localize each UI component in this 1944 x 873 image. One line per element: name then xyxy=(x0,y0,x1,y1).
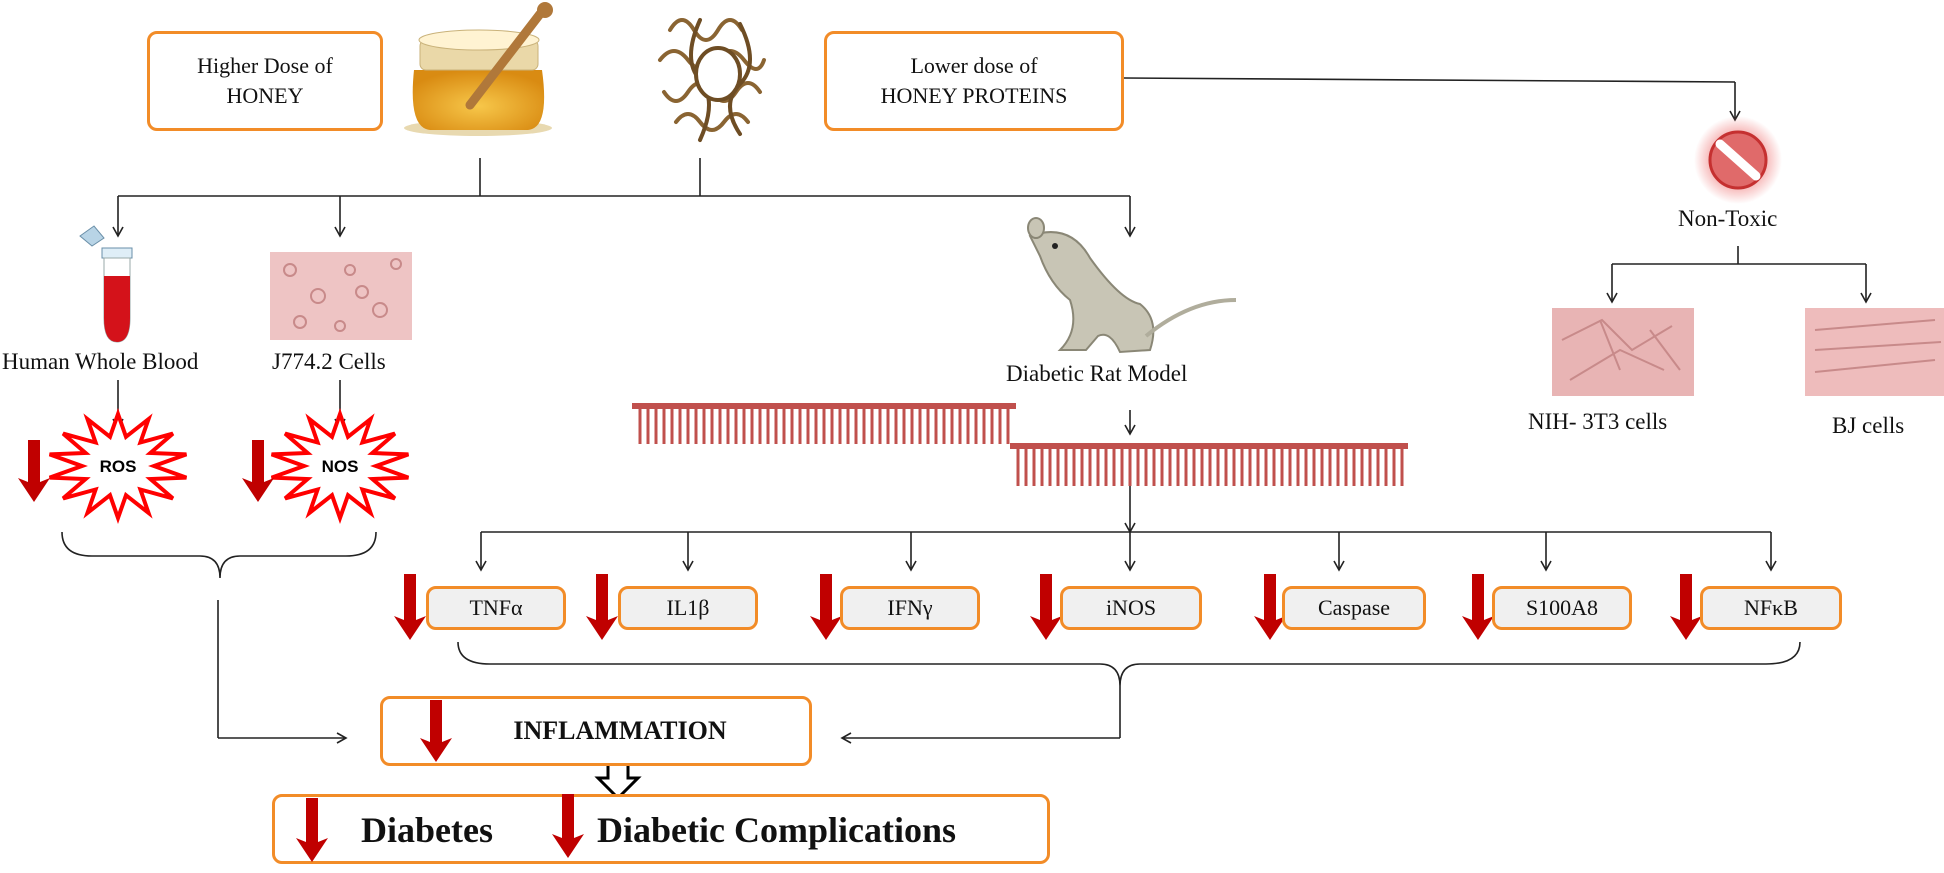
gel-band-icon xyxy=(632,403,1408,486)
complications-label: Diabetic Complications xyxy=(597,810,956,850)
rat-icon xyxy=(1027,217,1237,354)
marker-box-inos: iNOS xyxy=(1060,586,1202,630)
nos-label: NOS xyxy=(322,457,359,476)
down-arrow-icon xyxy=(18,440,50,502)
protein-dose-line1: Lower dose of xyxy=(910,53,1038,78)
marker-label: iNOS xyxy=(1105,595,1157,620)
down-arrow-icon xyxy=(1462,574,1494,640)
ros-label: ROS xyxy=(100,457,137,476)
honey-dose-line2: HONEY xyxy=(226,83,304,108)
down-arrow-icon xyxy=(1030,574,1062,640)
honey-dose-box: Higher Dose of HONEY xyxy=(147,31,383,131)
honey-jar-icon xyxy=(404,2,553,136)
marker-box-il1b: IL1β xyxy=(618,586,758,630)
inflammation-label: INFLAMMATION xyxy=(513,716,727,745)
marker-box-ifng: IFNγ xyxy=(840,586,980,630)
rat-model-label: Diabetic Rat Model xyxy=(1006,361,1188,386)
marker-label: TNFα xyxy=(469,595,523,620)
down-arrow-icon xyxy=(394,574,426,640)
marker-label: Caspase xyxy=(1317,595,1391,620)
cell-micrograph-icon xyxy=(270,252,1944,396)
down-arrow-icon xyxy=(810,574,842,640)
marker-box-caspase: Caspase xyxy=(1282,586,1426,630)
marker-box-s100a8: S100A8 xyxy=(1492,586,1632,630)
marker-box-nfkb: NFκB xyxy=(1700,586,1842,630)
down-arrow-group xyxy=(18,440,1702,640)
nontoxic-label: Non-Toxic xyxy=(1678,206,1778,231)
marker-label: S100A8 xyxy=(1525,595,1599,620)
blood-tube-icon xyxy=(79,225,133,343)
honey-dose-line1: Higher Dose of xyxy=(197,53,333,78)
blood-label: Human Whole Blood xyxy=(2,349,199,374)
protein-structure-icon xyxy=(658,18,766,142)
cells-label: J774.2 Cells xyxy=(272,349,386,374)
top-connectors xyxy=(61,77,1872,744)
down-arrow-icon xyxy=(1254,574,1286,640)
marker-label: IFNγ xyxy=(887,595,933,620)
nos-burst: NOS xyxy=(270,407,410,525)
inflammation-box: INFLAMMATION xyxy=(380,696,812,766)
marker-label: NFκB xyxy=(1744,595,1798,620)
prohibited-icon xyxy=(1694,116,1782,204)
marker-label: IL1β xyxy=(666,595,710,620)
diabetes-label: Diabetes xyxy=(361,810,493,850)
protein-dose-box: Lower dose of HONEY PROTEINS xyxy=(824,31,1124,131)
nih-label: NIH- 3T3 cells xyxy=(1528,409,1668,434)
down-arrow-icon xyxy=(242,440,274,502)
marker-box-tnfa: TNFα xyxy=(426,586,566,630)
down-arrow-icon xyxy=(1670,574,1702,640)
ros-burst: ROS xyxy=(48,407,188,525)
outcome-box: Diabetes Diabetic Complications xyxy=(272,794,1050,864)
protein-dose-line2: HONEY PROTEINS xyxy=(880,83,1068,108)
down-arrow-icon xyxy=(586,574,618,640)
bj-label: BJ cells xyxy=(1832,413,1905,438)
